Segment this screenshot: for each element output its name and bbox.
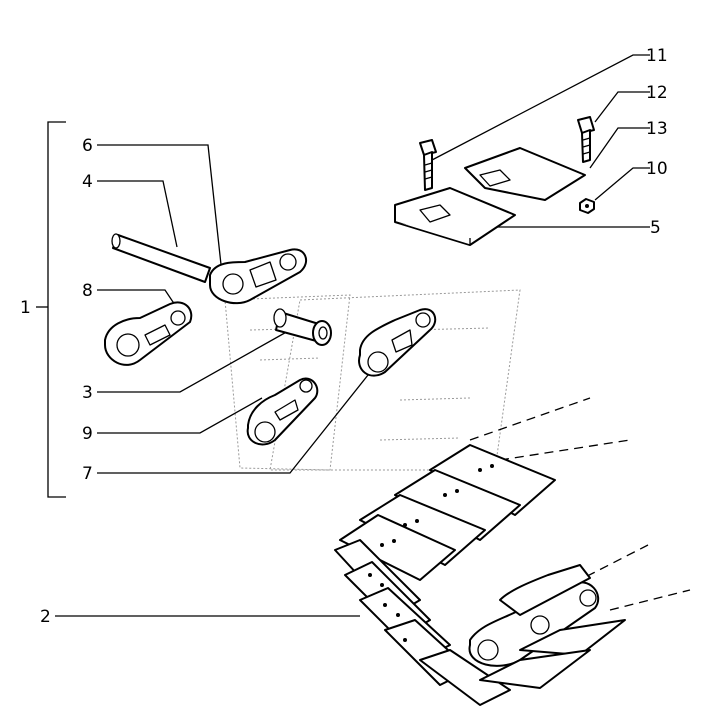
callout-5: 5 bbox=[650, 218, 661, 238]
callout-11: 11 bbox=[646, 46, 668, 66]
part-bushing bbox=[273, 308, 332, 346]
callout-9: 9 bbox=[82, 424, 93, 444]
part-track-assembly bbox=[334, 397, 691, 706]
callout-4: 4 bbox=[82, 172, 93, 192]
part-bolt-left bbox=[419, 139, 437, 191]
leader-lines bbox=[36, 54, 650, 617]
part-track-shoe bbox=[394, 147, 586, 246]
part-nut bbox=[579, 198, 595, 214]
part-link-right bbox=[358, 308, 437, 377]
callout-1: 1 bbox=[20, 298, 31, 318]
part-link-upper bbox=[209, 248, 308, 305]
part-bolt-right bbox=[577, 116, 595, 163]
callout-2: 2 bbox=[40, 607, 51, 627]
shoe-bolt-holes bbox=[368, 464, 494, 642]
part-link-lower bbox=[246, 377, 319, 446]
callout-3: 3 bbox=[82, 383, 93, 403]
part-pin bbox=[111, 233, 211, 283]
callout-labels: 1 2 3 4 5 6 7 8 9 10 11 12 13 bbox=[20, 46, 668, 627]
callout-10: 10 bbox=[646, 159, 668, 179]
callout-8: 8 bbox=[82, 281, 93, 301]
callout-6: 6 bbox=[82, 136, 93, 156]
callout-7: 7 bbox=[82, 464, 93, 484]
callout-12: 12 bbox=[646, 83, 668, 103]
callout-13: 13 bbox=[646, 119, 668, 139]
part-master-link bbox=[104, 301, 193, 366]
